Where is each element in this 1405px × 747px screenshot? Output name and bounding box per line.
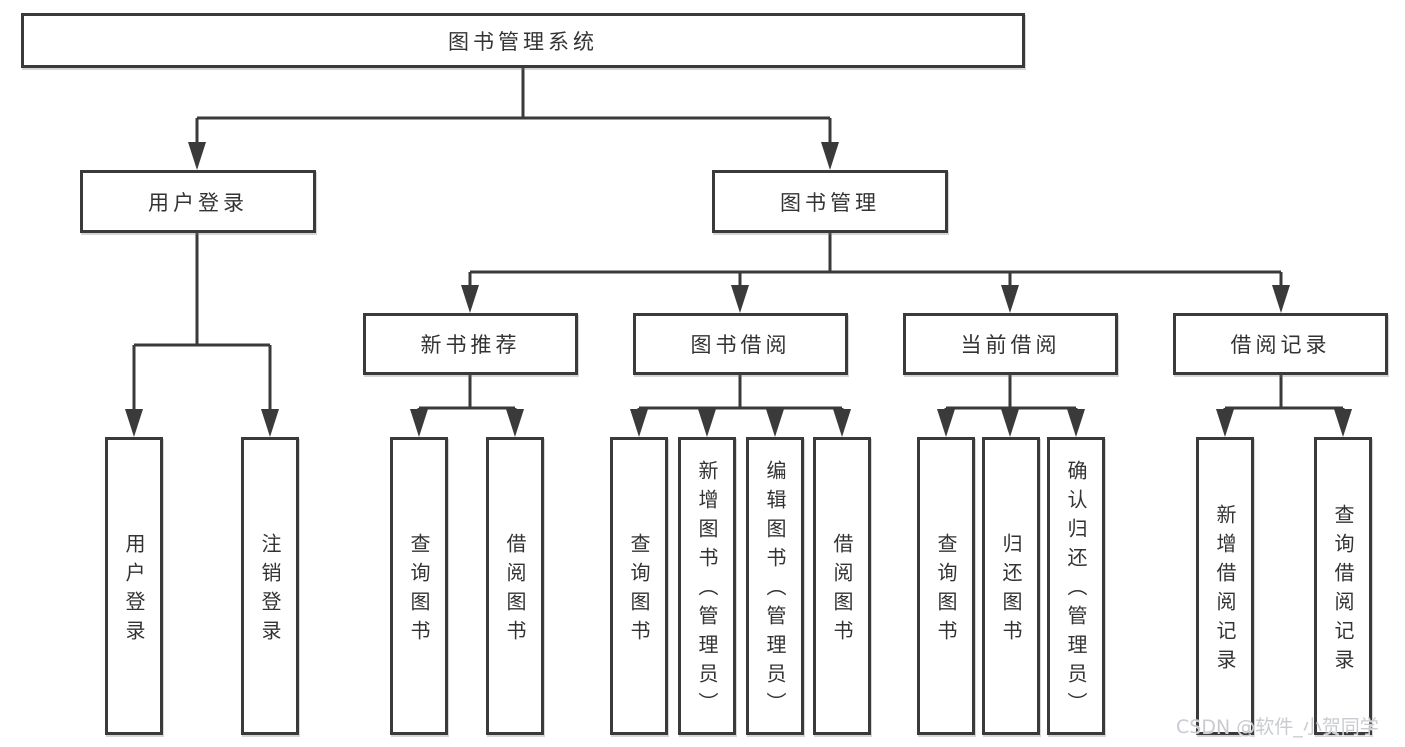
leaf-return-books: 归还图书	[982, 437, 1040, 735]
leaf-label: 编辑图书（管理员）	[763, 460, 787, 721]
leaf-query-books-2: 查询图书	[610, 437, 668, 735]
leaf-query-books-1: 查询图书	[390, 437, 448, 735]
leaf-edit-book-admin: 编辑图书（管理员）	[746, 437, 804, 735]
leaf-label: 用户登录	[122, 532, 146, 649]
leaf-query-books-3: 查询图书	[917, 437, 975, 735]
leaf-label: 查询图书	[934, 532, 958, 649]
leaf-label: 查询图书	[407, 532, 431, 649]
leaf-add-borrow-record: 新增借阅记录	[1196, 437, 1254, 735]
leaf-label: 新增借阅记录	[1213, 503, 1237, 678]
leaf-label: 借阅图书	[830, 532, 854, 649]
node-library-system: 图书管理系统	[21, 13, 1025, 68]
node-borrowing-records: 借阅记录	[1173, 313, 1388, 375]
leaf-borrow-books-1: 借阅图书	[486, 437, 544, 735]
leaf-label: 归还图书	[999, 532, 1023, 649]
node-user-login: 用户登录	[80, 170, 316, 233]
node-new-book-recommend: 新书推荐	[363, 313, 578, 375]
leaf-label: 确认归还（管理员）	[1064, 460, 1088, 721]
node-book-borrowing: 图书借阅	[633, 313, 848, 375]
leaf-label: 注销登录	[258, 532, 282, 649]
leaf-label: 新增图书（管理员）	[695, 460, 719, 721]
leaf-query-borrow-record: 查询借阅记录	[1314, 437, 1372, 735]
node-book-management: 图书管理	[712, 170, 948, 233]
leaf-add-book-admin: 新增图书（管理员）	[678, 437, 736, 735]
leaf-label: 查询图书	[627, 532, 651, 649]
leaf-confirm-return-admin: 确认归还（管理员）	[1047, 437, 1105, 735]
leaf-logout: 注销登录	[241, 437, 299, 735]
leaf-label: 查询借阅记录	[1331, 503, 1355, 678]
leaf-borrow-books-2: 借阅图书	[813, 437, 871, 735]
node-current-borrowing: 当前借阅	[903, 313, 1118, 375]
leaf-label: 借阅图书	[503, 532, 527, 649]
csdn-watermark: CSDN @软件_小贺同学	[1176, 716, 1379, 738]
leaf-user-login: 用户登录	[105, 437, 163, 735]
arrowheads	[125, 142, 1352, 437]
